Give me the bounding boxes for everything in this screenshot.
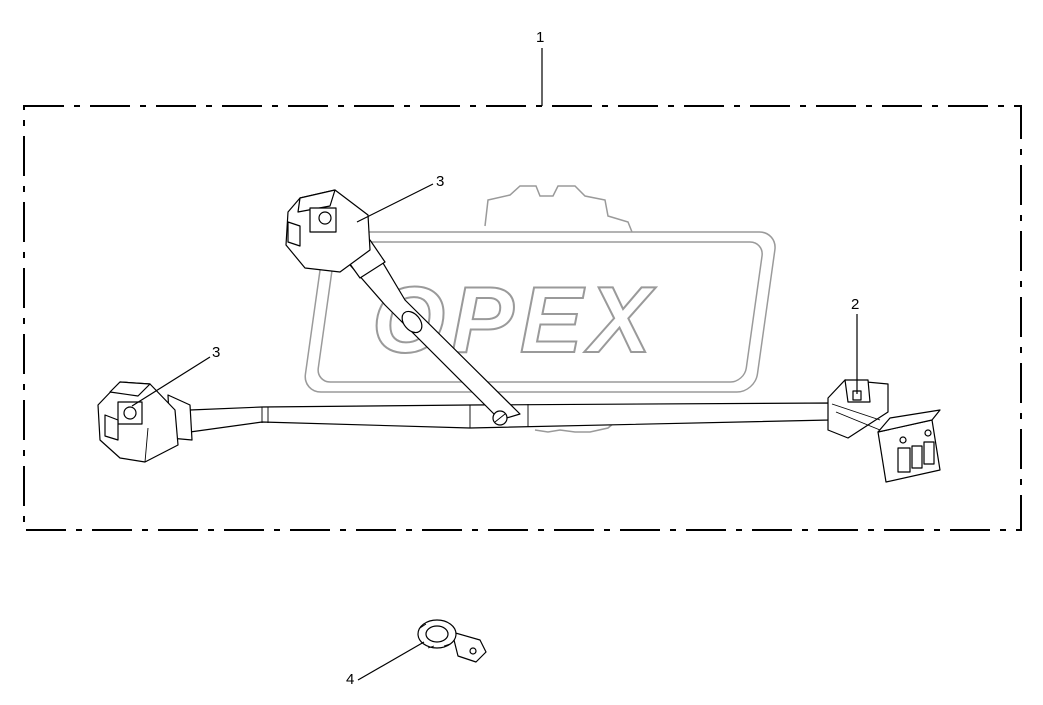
assembly-boundary — [23, 105, 1022, 531]
left-sensor-connector — [97, 381, 193, 463]
callout-3-top-leader — [356, 183, 434, 223]
callout-4-leader — [357, 641, 425, 681]
callout-4-label: 4 — [346, 671, 354, 688]
callout-3-left-label: 3 — [212, 344, 220, 361]
callout-2-label: 2 — [851, 296, 859, 313]
top-sensor-connector — [285, 189, 386, 279]
callout-3-left-leader — [131, 356, 211, 407]
callout-3-top-label: 3 — [436, 173, 444, 190]
cable-clamp — [417, 619, 487, 663]
right-harness-connector — [827, 379, 941, 483]
opex-watermark: OPEX — [304, 185, 776, 433]
callout-1-label: 1 — [536, 29, 544, 46]
